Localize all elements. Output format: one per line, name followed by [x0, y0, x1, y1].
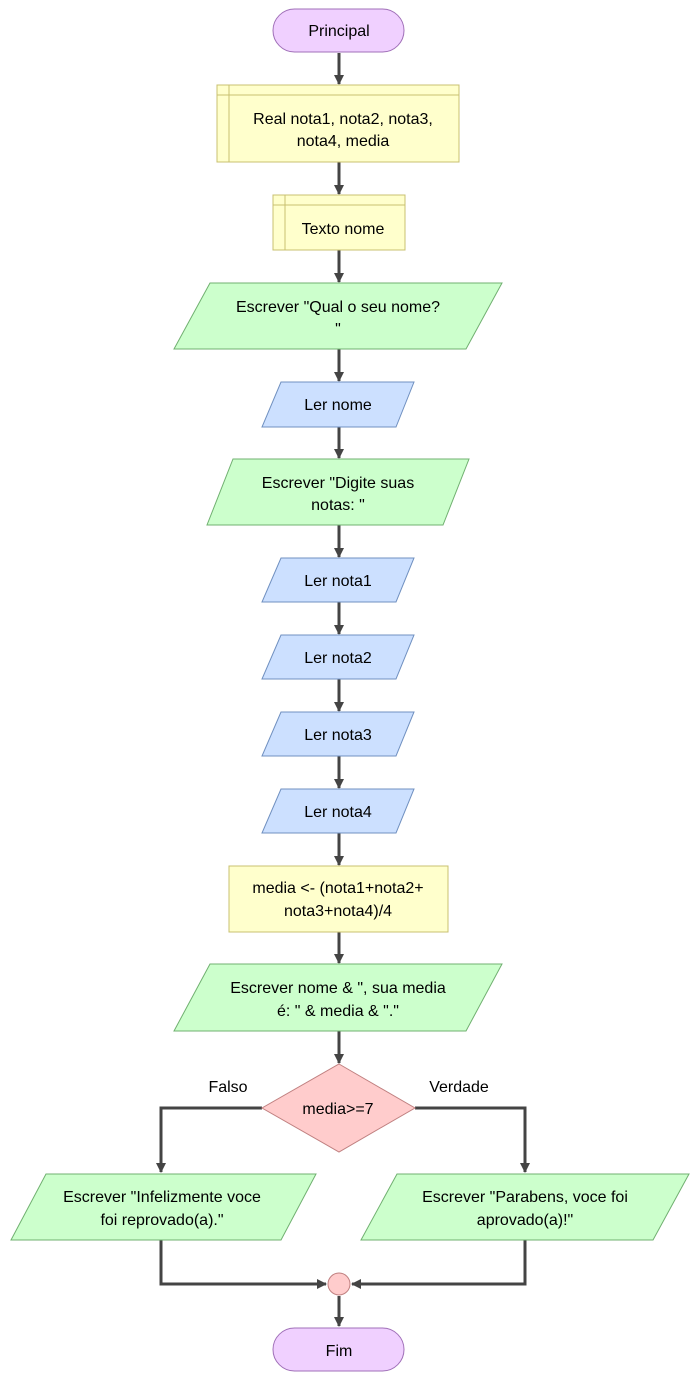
- show-media-line-2: é: " & media & ".": [277, 1003, 399, 1020]
- edge-decision-false: [156, 1106, 262, 1173]
- show-media-output: Escrever nome & ", sua media é: " & medi…: [173, 963, 503, 1032]
- edge-decision-true: [415, 1106, 530, 1173]
- show-media-line-1: Escrever nome & ", sua media: [230, 980, 446, 997]
- declare-text-box: Texto nome: [272, 194, 406, 251]
- ask-grades-output: Escrever "Digite suas notas: ": [206, 458, 470, 526]
- start-label: Principal: [308, 23, 369, 40]
- fail-message-line-2: foi reprovado(a).": [100, 1212, 223, 1229]
- read-name-input: Ler nome: [261, 381, 415, 428]
- declare-reals-line-2: nota4, media: [297, 133, 390, 150]
- end-label: Fim: [326, 1343, 353, 1360]
- read-nota1-input: Ler nota1: [261, 557, 415, 603]
- compute-media-process: media <- (nota1+nota2+ nota3+nota4)/4: [228, 865, 449, 933]
- declare-reals-box: Real nota1, nota2, nota3, nota4, media: [216, 84, 460, 163]
- declare-reals-line-1: Real nota1, nota2, nota3,: [253, 111, 433, 128]
- declare-text-label: Texto nome: [302, 221, 385, 238]
- ask-name-line-1: Escrever "Qual o seu nome?: [236, 299, 440, 316]
- ask-grades-line-2: notas: ": [311, 497, 365, 514]
- flow-connectors: [156, 53, 530, 1327]
- read-nota3-label: Ler nota3: [304, 727, 372, 744]
- branch-label-false: Falso: [208, 1079, 247, 1096]
- read-nota4-input: Ler nota4: [261, 788, 415, 834]
- pass-message-line-2: aprovado(a)!": [477, 1212, 573, 1229]
- edge-pass-to-merge: [351, 1240, 527, 1289]
- edge-fail-to-merge: [159, 1240, 327, 1289]
- merge-connector: [327, 1272, 351, 1296]
- fail-message-line-1: Escrever "Infelizmente voce: [63, 1189, 261, 1206]
- decision-diamond: media>=7: [260, 1063, 416, 1153]
- start-terminal: Principal: [272, 8, 405, 53]
- read-nota4-label: Ler nota4: [304, 804, 372, 821]
- ask-grades-line-1: Escrever "Digite suas: [262, 475, 414, 492]
- decision-label: media>=7: [302, 1101, 373, 1118]
- read-nota1-label: Ler nota1: [304, 573, 372, 590]
- ask-name-output: Escrever "Qual o seu nome? ": [173, 282, 503, 350]
- read-nota2-label: Ler nota2: [304, 650, 372, 667]
- branch-label-true: Verdade: [429, 1079, 489, 1096]
- ask-name-line-2: ": [335, 321, 341, 338]
- read-nota3-input: Ler nota3: [261, 711, 415, 757]
- read-nota2-input: Ler nota2: [261, 634, 415, 680]
- pass-message-output: Escrever "Parabens, voce foi aprovado(a)…: [360, 1173, 690, 1241]
- fail-message-output: Escrever "Infelizmente voce foi reprovad…: [10, 1173, 317, 1241]
- end-terminal: Fim: [272, 1327, 405, 1372]
- pass-message-line-1: Escrever "Parabens, voce foi: [422, 1189, 628, 1206]
- read-name-label: Ler nome: [304, 397, 372, 414]
- compute-media-line-1: media <- (nota1+nota2+: [252, 880, 423, 897]
- compute-media-line-2: nota3+nota4)/4: [284, 903, 392, 920]
